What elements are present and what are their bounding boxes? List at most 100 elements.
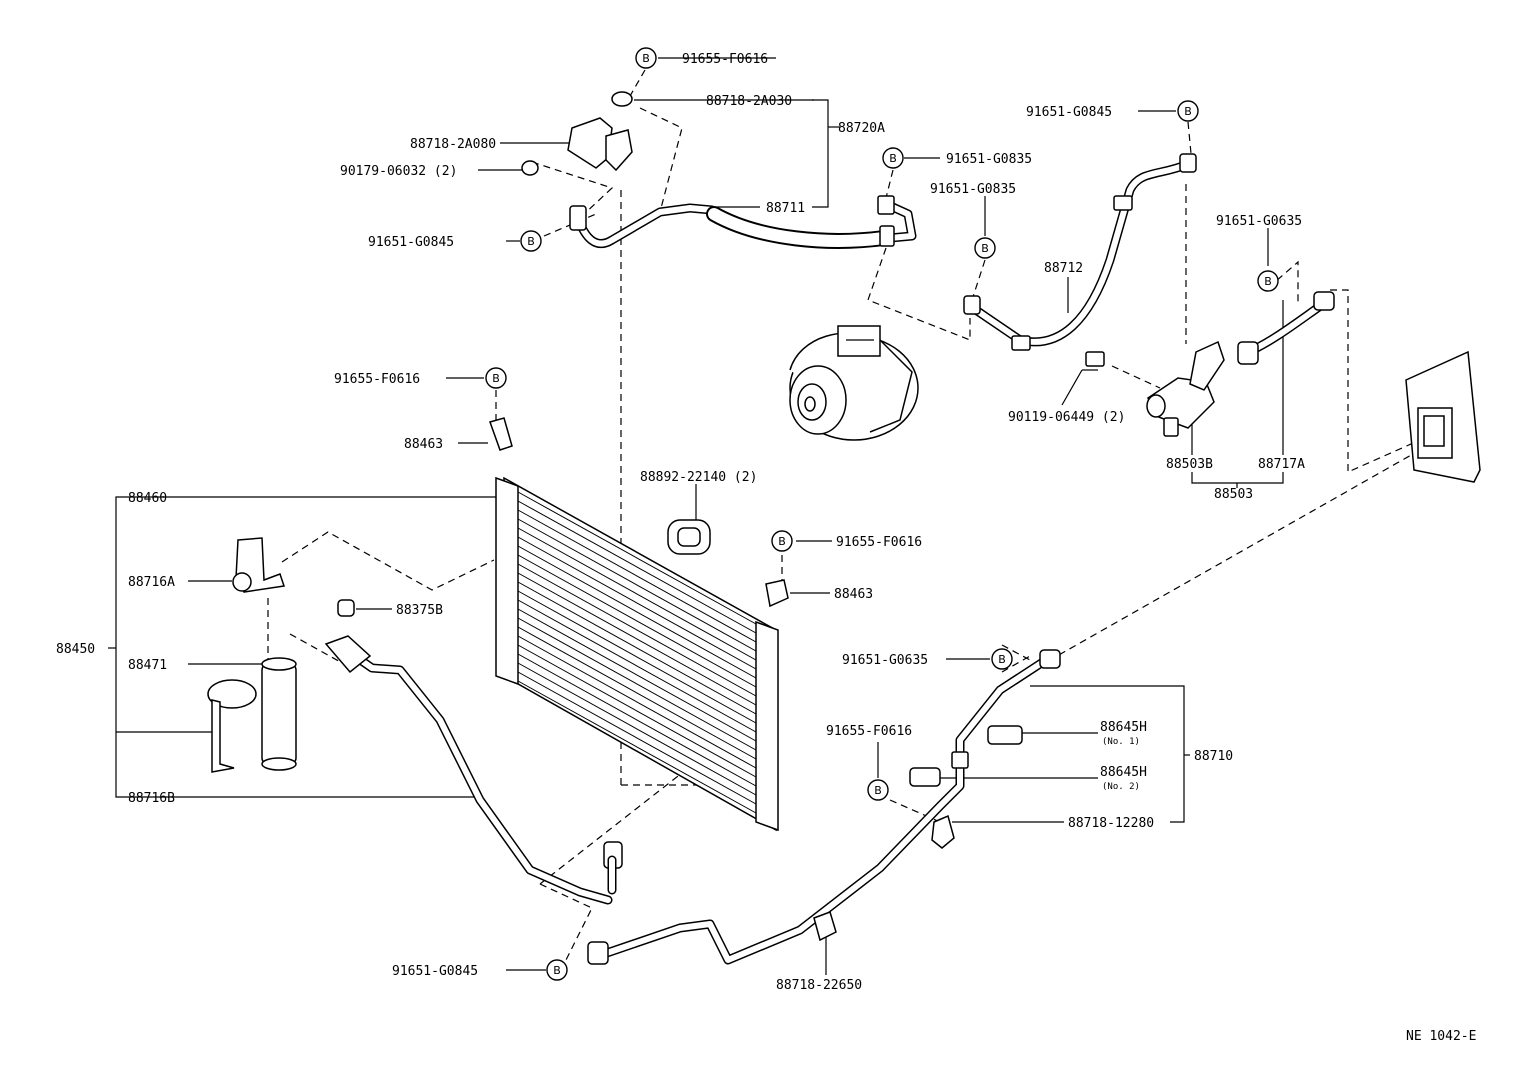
label-88720a: 88720A: [838, 121, 885, 136]
callout-letter: B: [1184, 105, 1192, 118]
label-88645h-no1-sub: (No. 1): [1102, 737, 1140, 747]
label-88718-22650: 88718-22650: [776, 978, 862, 993]
diagram-code: NE 1042-E: [1406, 1029, 1476, 1044]
callout-letter: B: [778, 535, 786, 548]
evaporator-housing: [1405, 350, 1481, 483]
label-88450: 88450: [56, 642, 95, 657]
label-88471: 88471: [128, 658, 167, 673]
condenser-fin: [517, 617, 757, 751]
condenser-fin: [517, 671, 757, 805]
bracket-88463-lower: [765, 579, 789, 608]
condenser-fin: [517, 590, 757, 724]
label-88645h-no1: 88645H: [1100, 720, 1147, 735]
liquid-pipe-88716b: [324, 635, 623, 905]
receiver-88471: [261, 657, 297, 771]
clamp-88718-22650: [813, 911, 837, 942]
condenser-fin: [517, 536, 757, 670]
callout-letter: B: [553, 964, 561, 977]
condenser-fin: [517, 662, 757, 796]
cushion-88892-22140: [667, 519, 711, 555]
label-88718-2a080: 88718-2A080: [410, 137, 496, 152]
condenser-fins: [517, 491, 757, 814]
label-88716a: 88716A: [128, 575, 175, 590]
callout-letter: B: [642, 52, 650, 65]
bracket-88463-upper: [489, 417, 513, 451]
label-91655-f0616-mid: 91655-F0616: [334, 372, 420, 387]
label-88718-2a030: 88718-2A030: [706, 94, 792, 109]
label-91655-f0616-top: 91655-F0616: [682, 52, 768, 67]
part-labels: 91655-F0616 88718-2A030 88720A 88718-2A0…: [56, 52, 1476, 1044]
o-ring-callout-b: B: [635, 47, 657, 69]
pressure-switch-88645h-no1: [987, 725, 1023, 745]
bracket-88716a: [232, 537, 285, 593]
condenser-fin: [517, 572, 757, 706]
condenser-fin: [517, 509, 757, 643]
expansion-valve-88503b: [1085, 340, 1225, 437]
condenser-fin: [517, 545, 757, 679]
label-91651-g0835-b: 91651-G0835: [930, 182, 1016, 197]
o-ring-callout-b: B: [546, 959, 568, 981]
label-88712: 88712: [1044, 261, 1083, 276]
label-91651-g0635-right: 91651-G0635: [1216, 214, 1302, 229]
o-ring-callout-b: B: [867, 779, 889, 801]
label-88892-22140: 88892-22140 (2): [640, 470, 757, 485]
label-88645h-no2: 88645H: [1100, 765, 1147, 780]
label-90119-06449: 90119-06449 (2): [1008, 410, 1125, 425]
o-ring-callout-b: B: [1257, 270, 1279, 292]
pipe-88712: [963, 153, 1197, 351]
label-91651-g0635-mid: 91651-G0635: [842, 653, 928, 668]
assembly-dashed-lines: [267, 69, 1421, 961]
label-91651-g0845-upper-right: 91651-G0845: [1026, 105, 1112, 120]
callout-letter: B: [874, 784, 882, 797]
condenser-fin: [517, 644, 757, 778]
label-91655-f0616-right: 91655-F0616: [836, 535, 922, 550]
label-88503b: 88503B: [1166, 457, 1213, 472]
discharge-hose-88711: [569, 195, 917, 249]
leader-lines: [108, 57, 1284, 975]
label-88718-12280: 88718-12280: [1068, 816, 1154, 831]
label-88463-lower: 88463: [834, 587, 873, 602]
pressure-switch-88645h-no2: [909, 767, 941, 787]
clamp-88718-12280: [931, 814, 955, 849]
label-88503: 88503: [1214, 487, 1253, 502]
label-88375b: 88375B: [396, 603, 443, 618]
condenser-fin: [517, 635, 757, 769]
condenser-fin: [517, 500, 757, 634]
callout-letter: B: [981, 242, 989, 255]
condenser-fin: [517, 491, 757, 625]
callout-letter: B: [889, 152, 897, 165]
condenser-fin: [517, 581, 757, 715]
callout-letter: B: [492, 372, 500, 385]
label-91655-f0616-low: 91655-F0616: [826, 724, 912, 739]
label-90179-06032: 90179-06032 (2): [340, 164, 457, 179]
label-91651-g0845-bottom: 91651-G0845: [392, 964, 478, 979]
o-ring-callouts: B B B B B B B B B B B: [485, 47, 1279, 981]
condenser-fin: [517, 680, 757, 814]
condenser-88460: [495, 476, 779, 832]
clamp-bracket-88718-2a080: [521, 91, 633, 176]
condenser-fin: [517, 554, 757, 688]
condenser-fin: [517, 626, 757, 760]
o-ring-callout-b: B: [991, 648, 1013, 670]
condenser-fin: [517, 527, 757, 661]
callout-letter: B: [1264, 275, 1272, 288]
label-91651-g0835-a: 91651-G0835: [946, 152, 1032, 167]
liquid-pipe-88710: [587, 649, 1061, 965]
callout-letter: B: [527, 235, 535, 248]
label-88710: 88710: [1194, 749, 1233, 764]
o-ring-callout-b: B: [771, 530, 793, 552]
condenser-fin: [517, 653, 757, 787]
label-88645h-no2-sub: (No. 2): [1102, 782, 1140, 792]
plug-88375b: [337, 599, 355, 617]
o-ring-callout-b: B: [1177, 100, 1199, 122]
label-88460: 88460: [128, 491, 167, 506]
condenser-fin: [517, 608, 757, 742]
o-ring-callout-b: B: [520, 230, 542, 252]
receiver-strap: [207, 679, 257, 773]
pipe-88717a: [1237, 291, 1335, 365]
o-ring-callout-b: B: [882, 147, 904, 169]
label-88716b: 88716B: [128, 791, 175, 806]
label-88717a: 88717A: [1258, 457, 1305, 472]
condenser-fin: [517, 599, 757, 733]
